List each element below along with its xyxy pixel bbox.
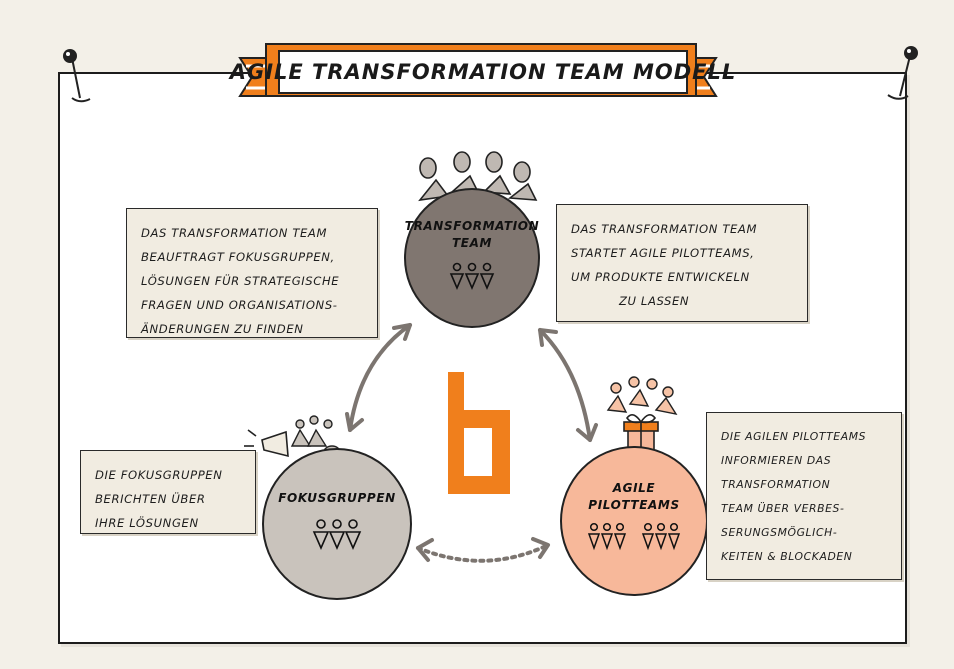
megaphone-icon xyxy=(244,429,289,458)
fokusgruppen-node: FOKUSGRUPPEN xyxy=(262,448,412,600)
pin-icon xyxy=(63,49,91,103)
page-title: AGILE TRANSFORMATION TEAM MODELL xyxy=(229,60,737,84)
people-icon xyxy=(587,522,627,551)
agile-pilotteams-node: AGILE PILOTTEAMS xyxy=(560,446,708,596)
note-top-left: DAS TRANSFORMATION TEAM BEAUFTRAGT FOKUS… xyxy=(126,208,378,338)
arrow-icon xyxy=(345,323,412,432)
people-icon xyxy=(449,262,495,291)
people-icon xyxy=(312,518,362,550)
pin-icon xyxy=(887,46,918,100)
arrow-icon xyxy=(538,328,598,442)
transformation-team-label: TRANSFORMATION TEAM xyxy=(404,219,540,250)
people-groups xyxy=(587,522,681,552)
agile-pilotteams-label: AGILE PILOTTEAMS xyxy=(588,481,680,512)
note-bottom-left: DIE FOKUSGRUPPEN BERICHTEN ÜBER IHRE LÖS… xyxy=(80,450,256,534)
people-icon xyxy=(641,522,681,551)
title-banner: AGILE TRANSFORMATION TEAM MODELL xyxy=(230,50,735,94)
arrow-icon xyxy=(416,537,550,563)
note-top-right: DAS TRANSFORMATION TEAM STARTET AGILE PI… xyxy=(556,204,808,322)
fokusgruppen-label: FOKUSGRUPPEN xyxy=(278,490,396,505)
note-bottom-right: DIE AGILEN PILOTTEAMS INFORMIEREN DAS TR… xyxy=(706,412,902,580)
people-icon xyxy=(606,376,678,416)
transformation-team-node: TRANSFORMATION TEAM xyxy=(404,188,540,328)
